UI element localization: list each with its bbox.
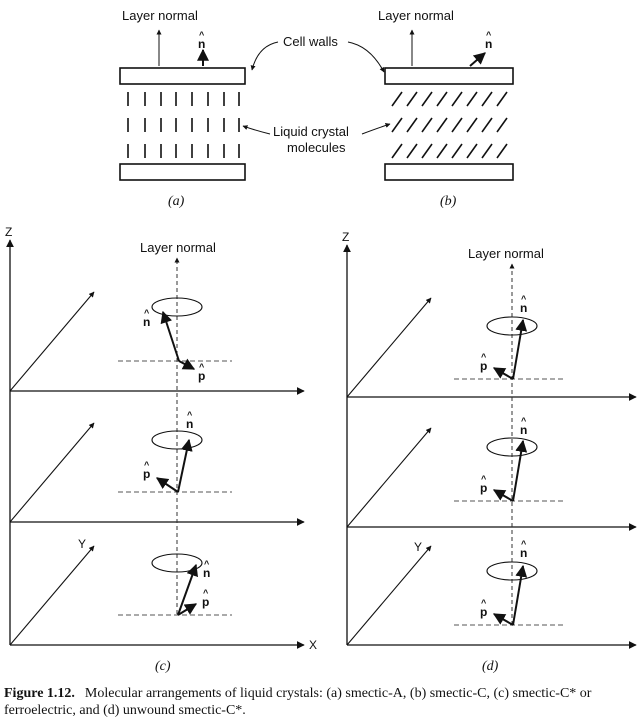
director-n-arrow bbox=[469, 52, 486, 67]
caption-text: Molecular arrangements of liquid crystal… bbox=[4, 686, 592, 718]
lc-right-leader bbox=[361, 123, 391, 135]
n-hat: ^ bbox=[521, 416, 527, 426]
z-axis-label: Z bbox=[5, 225, 12, 239]
figure-caption: Figure 1.12.Molecular arrangements of li… bbox=[4, 685, 640, 719]
director-n-hat: ^ bbox=[486, 30, 492, 40]
top-cell-wall bbox=[119, 67, 246, 85]
n-hat: ^ bbox=[521, 539, 527, 549]
bottom-cell-wall bbox=[119, 163, 246, 181]
p-arrow bbox=[156, 477, 179, 493]
p-arrow bbox=[492, 367, 514, 380]
depth-axis-middle bbox=[346, 427, 432, 528]
precession-cone bbox=[151, 297, 203, 317]
center-annotations: Cell walls Liquid crystal molecules bbox=[242, 34, 391, 155]
lc-left-leader bbox=[242, 125, 271, 135]
precession-cone bbox=[151, 430, 203, 450]
p-label: p bbox=[480, 359, 487, 373]
lc-label-line2: molecules bbox=[287, 140, 346, 155]
panel-a-smectic-a: Layer normal n ^ (a) bbox=[119, 8, 246, 209]
n-hat: ^ bbox=[204, 559, 210, 569]
p-arrow bbox=[492, 613, 514, 626]
y-axis bbox=[9, 545, 95, 646]
layer-1: n ^ p ^ bbox=[454, 294, 566, 380]
p-hat: ^ bbox=[481, 598, 487, 608]
n-arrow bbox=[177, 438, 193, 493]
n-label: n bbox=[186, 417, 193, 431]
p-label: p bbox=[143, 467, 150, 481]
n-arrow bbox=[160, 310, 180, 362]
p-arrow bbox=[492, 489, 514, 502]
n-label: n bbox=[520, 423, 527, 437]
molecules-tilted bbox=[391, 91, 508, 159]
director-n-hat: ^ bbox=[199, 30, 205, 40]
cell-walls-right-leader bbox=[347, 41, 385, 73]
y-axis-label: Y bbox=[414, 540, 422, 554]
n-hat: ^ bbox=[521, 294, 527, 304]
panel-b-smectic-c: Layer normal n ^ (b) bbox=[378, 8, 514, 209]
depth-axis-middle bbox=[9, 422, 95, 523]
n-label: n bbox=[520, 301, 527, 315]
p-hat: ^ bbox=[481, 474, 487, 484]
panel-d-unwound-smectic-c-star: Z Y Layer normal n ^ p ^ n ^ p ^ bbox=[342, 230, 637, 674]
precession-cone bbox=[486, 437, 538, 457]
liquid-crystal-figure: Layer normal n ^ (a) Cell walls Liquid c… bbox=[5, 8, 637, 674]
x-axis-label: X bbox=[309, 638, 317, 652]
precession-cone bbox=[486, 316, 538, 336]
n-label: n bbox=[520, 546, 527, 560]
panel-a-label: (a) bbox=[168, 194, 185, 209]
n-hat: ^ bbox=[187, 410, 193, 420]
n-arrow bbox=[177, 563, 198, 616]
layer-normal-label: Layer normal bbox=[468, 246, 544, 261]
figure-number: Figure 1.12. bbox=[4, 686, 75, 701]
layer-normal-label: Layer normal bbox=[122, 8, 198, 23]
precession-cone bbox=[486, 561, 538, 581]
p-label: p bbox=[198, 369, 205, 383]
y-axis bbox=[346, 545, 432, 646]
cell-walls-left-leader bbox=[250, 41, 279, 71]
bottom-cell-wall bbox=[384, 163, 514, 181]
panel-c-smectic-c-star: Z X Y Layer normal n ^ p ^ bbox=[5, 225, 317, 674]
n-arrow bbox=[512, 564, 528, 626]
p-arrow bbox=[178, 358, 196, 370]
layer-normal-label: Layer normal bbox=[378, 8, 454, 23]
layer-2: n ^ p ^ bbox=[454, 416, 566, 502]
top-cell-wall bbox=[384, 67, 514, 85]
n-label: n bbox=[203, 566, 210, 580]
panel-c-label: (c) bbox=[155, 659, 171, 674]
lc-label-line1: Liquid crystal bbox=[273, 124, 349, 139]
n-arrow bbox=[512, 318, 528, 380]
panel-d-label: (d) bbox=[482, 659, 499, 674]
p-hat: ^ bbox=[199, 362, 205, 372]
director-n-label: n bbox=[485, 37, 492, 51]
p-hat: ^ bbox=[481, 352, 487, 362]
z-axis-label: Z bbox=[342, 230, 349, 244]
p-hat: ^ bbox=[203, 588, 209, 598]
depth-axis-top bbox=[346, 297, 432, 398]
layer-2: n ^ p ^ bbox=[118, 410, 232, 493]
cell-walls-label: Cell walls bbox=[283, 34, 338, 49]
n-arrow bbox=[512, 439, 528, 502]
molecules-vertical bbox=[127, 92, 240, 158]
n-hat: ^ bbox=[144, 308, 150, 318]
n-label: n bbox=[143, 315, 150, 329]
layer-normal-label: Layer normal bbox=[140, 240, 216, 255]
p-label: p bbox=[202, 595, 209, 609]
p-hat: ^ bbox=[144, 460, 150, 470]
layer-1: n ^ p ^ bbox=[118, 297, 232, 383]
p-label: p bbox=[480, 605, 487, 619]
layer-3: n ^ p ^ bbox=[454, 539, 566, 626]
y-axis-label: Y bbox=[78, 537, 86, 551]
layer-3: n ^ p ^ bbox=[118, 553, 232, 616]
panel-b-label: (b) bbox=[440, 194, 457, 209]
p-label: p bbox=[480, 481, 487, 495]
precession-cone bbox=[151, 553, 203, 573]
p-arrow bbox=[177, 603, 198, 616]
depth-axis-top bbox=[9, 291, 95, 392]
director-n-label: n bbox=[198, 37, 205, 51]
